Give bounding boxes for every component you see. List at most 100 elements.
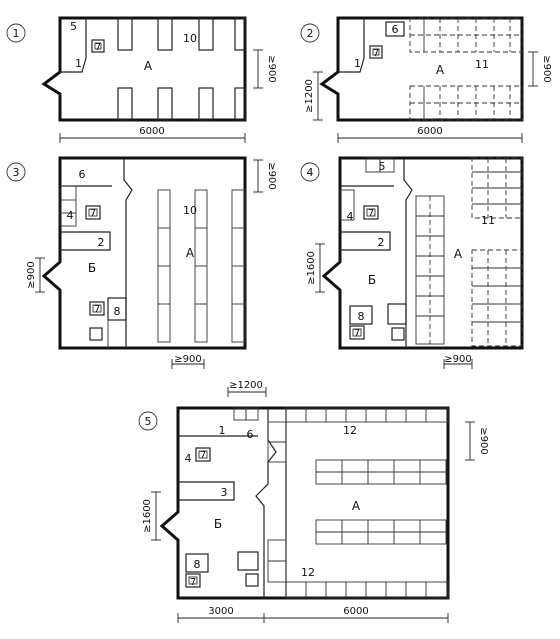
plan-4-number-circle	[300, 162, 320, 182]
plan-2-hall-label: A	[436, 63, 445, 77]
plan-5-cash-box-upper-inner	[198, 450, 208, 459]
plan-3-cash-box-upper	[85, 205, 101, 220]
plan-2-cash-box	[369, 45, 383, 59]
plan-5-label-4: 4	[185, 452, 192, 465]
plan-2-vestibule	[338, 18, 365, 73]
plan-5-partition	[255, 408, 277, 598]
plan-4-label-2: 2	[378, 236, 385, 249]
plan-1-number: 1	[13, 27, 20, 40]
plan-5-label-8: 8	[194, 558, 201, 571]
plan-5-counter-3	[178, 481, 235, 501]
plan-3-small-racks	[59, 185, 77, 227]
plan-5-zone-b-label: Б	[214, 517, 222, 531]
plan-2: 2 6 1 7 11 A	[300, 16, 552, 143]
plan-1-dim-width	[59, 133, 246, 143]
plan-2-label-1: 1	[354, 57, 361, 70]
plan-4-small-box	[391, 327, 405, 341]
plan-5-dim-side-right	[465, 421, 475, 461]
plan-2-shelving-top	[409, 17, 523, 53]
plan-3-dim-side-left	[35, 257, 45, 293]
plan-3-dim-side-right	[253, 159, 263, 193]
plan-5-island-upper	[315, 459, 447, 485]
plan-5-label-1: 1	[219, 424, 226, 437]
plan-5-dim-side-left-text: ≥1600	[142, 499, 153, 533]
plan-5-number: 5	[145, 415, 152, 428]
plan-2-cash-box-inner	[372, 48, 380, 56]
plan-2-dim-side-right-text: ≥900	[541, 55, 552, 82]
plan-3-box-8	[107, 297, 127, 321]
plan-4-label-8: 8	[358, 310, 365, 323]
plan-4-box-right	[387, 303, 407, 325]
plan-2-number: 2	[307, 27, 314, 40]
plan-5-label-6: 6	[247, 428, 254, 441]
plan-4-cash-box-lower-inner	[352, 328, 362, 337]
plan-1-label-5: 5	[70, 20, 77, 33]
plan-4-label-4: 4	[347, 210, 354, 223]
plan-4-cash-box-upper-inner	[366, 208, 376, 217]
plan-5-top-wall-racks	[285, 407, 449, 423]
plan-4-partition	[403, 158, 413, 348]
plan-4-box-8	[349, 305, 373, 325]
plan-1-shelves-bottom	[117, 87, 246, 121]
plan-4-shelving-left	[415, 195, 445, 345]
plan-1-dim-side-text: ≥900	[266, 55, 277, 82]
plan-5-label-7b: 7	[190, 577, 196, 588]
plan-3-dim-bottom-text: ≥900	[174, 354, 201, 365]
plan-3-cash-box-upper-inner	[88, 208, 98, 217]
plan-5-island-lower	[315, 519, 447, 545]
plan-5-label-7a: 7	[200, 450, 206, 461]
plan-2-shelving-bottom	[409, 85, 523, 121]
plan-5-cash-box-lower	[185, 573, 201, 588]
plan-3-dim-side-right-text: ≥900	[266, 162, 277, 189]
plan-2-dim-side-left	[313, 71, 323, 121]
plan-1-number-circle	[6, 23, 26, 43]
plan-5-hall-label: A	[352, 499, 361, 513]
plan-3-hall-label: A	[186, 246, 195, 260]
plan-4-small-rack	[339, 189, 355, 221]
plan-5-dim-bottom	[177, 613, 449, 623]
plan-4-label-7b: 7	[354, 328, 360, 339]
plan-1-label-10: 10	[183, 32, 197, 45]
plan-3-label-6: 6	[79, 168, 86, 181]
plan-5-label-12-bottom: 12	[301, 566, 315, 579]
plan-2-outline	[319, 16, 524, 122]
plan-3-label-8: 8	[114, 305, 121, 318]
plan-4-shelving-right-top	[471, 157, 523, 219]
plan-1-dim-width-text: 6000	[139, 126, 164, 137]
plan-4-cash-box-lower	[349, 325, 365, 340]
plan-5-label-12-top: 12	[343, 424, 357, 437]
plan-4: 4	[300, 156, 524, 369]
plan-3-cash-box-lower-inner	[92, 304, 102, 313]
plan-1-label-7: 7	[95, 42, 101, 53]
plan-4-number: 4	[307, 166, 314, 179]
plan-2-box-6	[385, 21, 405, 37]
plan-3-label-2: 2	[98, 236, 105, 249]
plan-3-label-10: 10	[183, 204, 197, 217]
plan-1: 1 5 1 7 10 A 6000	[6, 16, 277, 143]
plan-3: 3 6 4	[6, 156, 277, 369]
plan-3-shelves	[157, 189, 246, 343]
plan-5-box-right	[237, 551, 259, 571]
plan-1-shelves-top	[117, 17, 246, 51]
plan-5-cash-box-lower-inner	[188, 576, 198, 585]
plan-5-bottom-wall-racks	[285, 581, 449, 599]
plan-3-cash-box-lower	[89, 301, 105, 316]
plan-5-dim-top-text: ≥1200	[229, 380, 263, 391]
plan-3-number-circle	[6, 162, 26, 182]
plan-4-dim-bottom	[443, 359, 473, 369]
plan-5-left-wall-racks	[267, 421, 287, 583]
plan-4-label-7a: 7	[368, 208, 374, 219]
plan-5: 5	[138, 380, 489, 623]
plan-5-dim-bottom-right-text: 6000	[343, 606, 368, 617]
plan-5-dim-side-right-text: ≥900	[478, 427, 489, 454]
plan-5-small-box	[245, 573, 259, 587]
plan-1-dim-side	[253, 49, 263, 89]
plan-4-zone-b-label: Б	[368, 273, 376, 287]
plan-3-small-box	[89, 327, 103, 341]
plan-1-hall-label: A	[144, 59, 153, 73]
plan-4-counter-2	[340, 231, 391, 251]
plan-5-label-3: 3	[221, 486, 228, 499]
plan-4-dim-side-left-text: ≥1600	[306, 251, 317, 285]
